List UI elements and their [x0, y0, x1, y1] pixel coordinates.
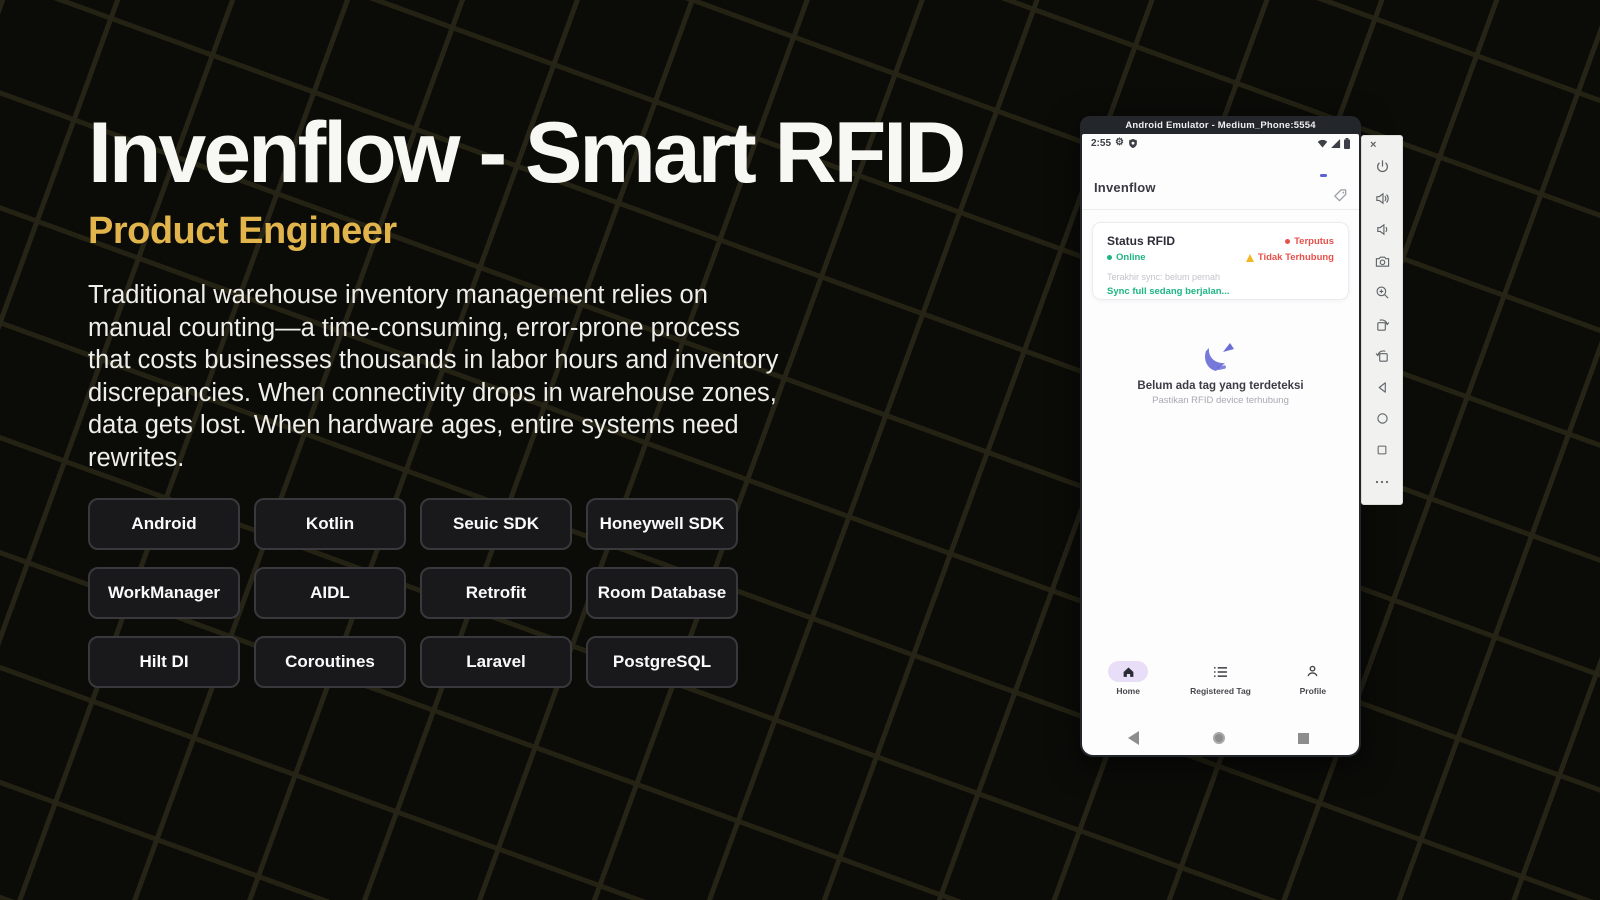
volume-up-icon	[1375, 192, 1389, 205]
satellite-dish-icon	[1204, 343, 1234, 371]
rfid-status-card: Status RFID Terputus Online Tidak Terhub…	[1092, 222, 1349, 300]
nav-label: Registered Tag	[1190, 686, 1251, 696]
zoom-in-icon	[1376, 286, 1389, 299]
rotate-right-button[interactable]	[1362, 340, 1402, 372]
nav-pill	[1293, 661, 1333, 682]
back-triangle-icon	[1378, 382, 1386, 393]
tech-chip-laravel: Laravel	[420, 636, 572, 688]
privacy-shield-icon	[1129, 138, 1137, 148]
phone-statusbar: 2:55 ⚙	[1082, 134, 1359, 152]
empty-state-subtitle: Pastikan RFID device terhubung	[1152, 395, 1289, 406]
status-time: 2:55	[1091, 137, 1112, 149]
android-home-button[interactable]	[1212, 732, 1225, 744]
volume-down-icon	[1376, 223, 1387, 236]
volume-up-button[interactable]	[1362, 183, 1402, 215]
warning-triangle-icon	[1245, 253, 1254, 262]
tech-chip-retrofit: Retrofit	[420, 567, 572, 619]
more-dots-icon	[1375, 480, 1389, 483]
green-dot-icon	[1107, 255, 1112, 260]
overview-square-icon	[1377, 445, 1387, 455]
list-icon	[1214, 666, 1227, 677]
tech-chip-kotlin: Kotlin	[254, 498, 406, 550]
toolbar-more-button[interactable]	[1362, 466, 1402, 498]
tech-stack-grid: Android Kotlin Seuic SDK Honeywell SDK W…	[88, 498, 738, 688]
zoom-button[interactable]	[1362, 277, 1402, 309]
tech-chip-hilt-di: Hilt DI	[88, 636, 240, 688]
last-sync-text: Terakhir sync: belum pernah	[1107, 272, 1221, 282]
cell-signal-icon	[1331, 138, 1341, 148]
toolbar-back-button[interactable]	[1362, 372, 1402, 404]
active-nav-pill	[1108, 661, 1149, 682]
nav-item-home[interactable]: Home	[1082, 661, 1174, 713]
nav-item-registered-tag[interactable]: Registered Tag	[1174, 661, 1266, 713]
volume-down-button[interactable]	[1362, 214, 1402, 246]
empty-state-title: Belum ada tag yang terdeteksi	[1137, 380, 1304, 392]
nav-label: Home	[1116, 686, 1140, 696]
phone-screen: 2:55 ⚙ Invenflow Status RFID	[1082, 134, 1359, 755]
android-system-nav	[1082, 723, 1359, 753]
android-back-button[interactable]	[1128, 731, 1139, 745]
emulator-toolbar: ×	[1361, 135, 1403, 505]
android-emulator-window: Android Emulator - Medium_Phone:5554 2:5…	[1080, 116, 1361, 757]
role-subtitle: Product Engineer	[88, 210, 397, 252]
tech-chip-workmanager: WorkManager	[88, 567, 240, 619]
power-button[interactable]	[1362, 151, 1402, 183]
app-header: Invenflow	[1082, 152, 1359, 210]
close-icon[interactable]: ×	[1370, 139, 1377, 151]
tech-chip-postgresql: PostgreSQL	[586, 636, 738, 688]
toolbar-home-button[interactable]	[1362, 403, 1402, 435]
nav-pill	[1200, 661, 1240, 682]
rotate-left-icon	[1376, 319, 1389, 331]
gear-icon: ⚙	[1115, 137, 1124, 148]
hero-section: Invenflow - Smart RFID Product Engineer …	[88, 110, 1048, 474]
tag-icon[interactable]	[1333, 188, 1348, 203]
tech-chip-room-database: Room Database	[586, 567, 738, 619]
rotate-right-icon	[1375, 350, 1388, 362]
empty-state: Belum ada tag yang terdeteksi Pastikan R…	[1082, 342, 1359, 406]
camera-icon	[1375, 256, 1389, 267]
toolbar-overview-button[interactable]	[1362, 435, 1402, 467]
battery-icon	[1344, 137, 1350, 149]
tech-chip-seuic-sdk: Seuic SDK	[420, 498, 572, 550]
home-circle-icon	[1376, 413, 1388, 424]
sync-progress-text: Sync full sedang berjalan...	[1107, 286, 1230, 297]
page-title: Invenflow - Smart RFID	[88, 105, 966, 201]
network-status-badge: Terputus	[1285, 236, 1334, 247]
nav-item-profile[interactable]: Profile	[1267, 661, 1359, 713]
person-icon	[1307, 665, 1318, 677]
red-dot-icon	[1285, 238, 1291, 244]
app-title: Invenflow	[1094, 180, 1156, 195]
tech-chip-honeywell-sdk: Honeywell SDK	[586, 498, 738, 550]
sync-indicator	[1320, 174, 1327, 177]
device-status-badge: Tidak Terhubung	[1245, 252, 1334, 263]
wifi-icon	[1317, 139, 1328, 148]
server-status-badge: Online	[1107, 252, 1146, 263]
project-description: Traditional warehouse inventory manageme…	[88, 281, 779, 472]
screenshot-button[interactable]	[1362, 246, 1402, 278]
android-recents-button[interactable]	[1298, 732, 1309, 744]
rotate-left-button[interactable]	[1362, 309, 1402, 341]
tech-chip-aidl: AIDL	[254, 567, 406, 619]
tech-chip-android: Android	[88, 498, 240, 550]
home-icon	[1123, 667, 1134, 677]
power-icon	[1376, 160, 1388, 173]
app-bottom-nav: Home Registered Tag Profile	[1082, 661, 1359, 713]
status-card-heading: Status RFID	[1107, 234, 1176, 248]
emulator-titlebar[interactable]: Android Emulator - Medium_Phone:5554	[1125, 119, 1316, 131]
nav-label: Profile	[1299, 686, 1327, 696]
tech-chip-coroutines: Coroutines	[254, 636, 406, 688]
